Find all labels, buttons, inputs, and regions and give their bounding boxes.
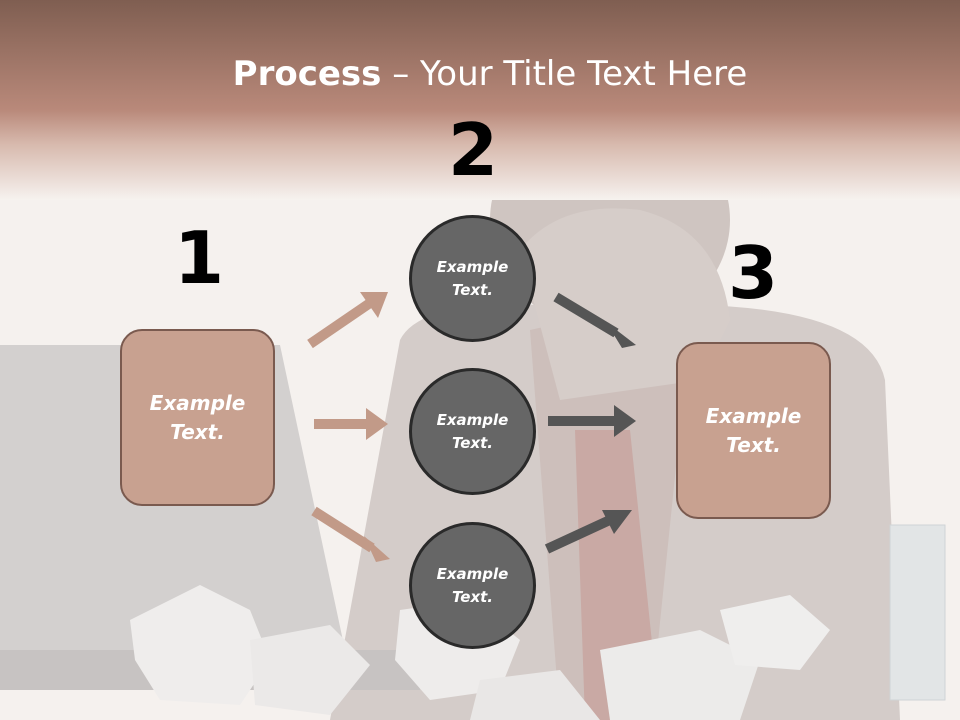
arrow-1-to-middle [314,408,388,440]
step-1-number: 1 [173,216,225,300]
step-2-circle-bottom: Example Text. [409,522,536,649]
circle-top-text: Example Text. [436,257,509,299]
title-rest: Your Title Text Here [420,54,748,94]
step-3-box: Example Text. [676,342,831,519]
step-2-circle-middle: Example Text. [409,368,536,495]
slide-title: Process – Your Title Text Here [0,52,960,96]
arrow-1-to-top [307,292,388,349]
step-2-circle-top: Example Text. [409,215,536,342]
circle-bottom-text: Example Text. [436,564,509,606]
title-dash: – [381,54,421,94]
arrow-bottom-to-3 [544,510,632,554]
step-3-text: Example Text. [705,403,802,457]
arrow-1-to-bottom [311,506,390,562]
step-3-number: 3 [727,231,779,315]
circle-middle-text: Example Text. [436,410,509,452]
step-1-text: Example Text. [149,390,246,444]
step-2-number: 2 [447,108,499,192]
arrow-middle-to-3 [548,405,636,437]
title-bold: Process [232,54,382,94]
arrow-top-to-3 [553,292,636,348]
step-1-box: Example Text. [120,329,275,506]
